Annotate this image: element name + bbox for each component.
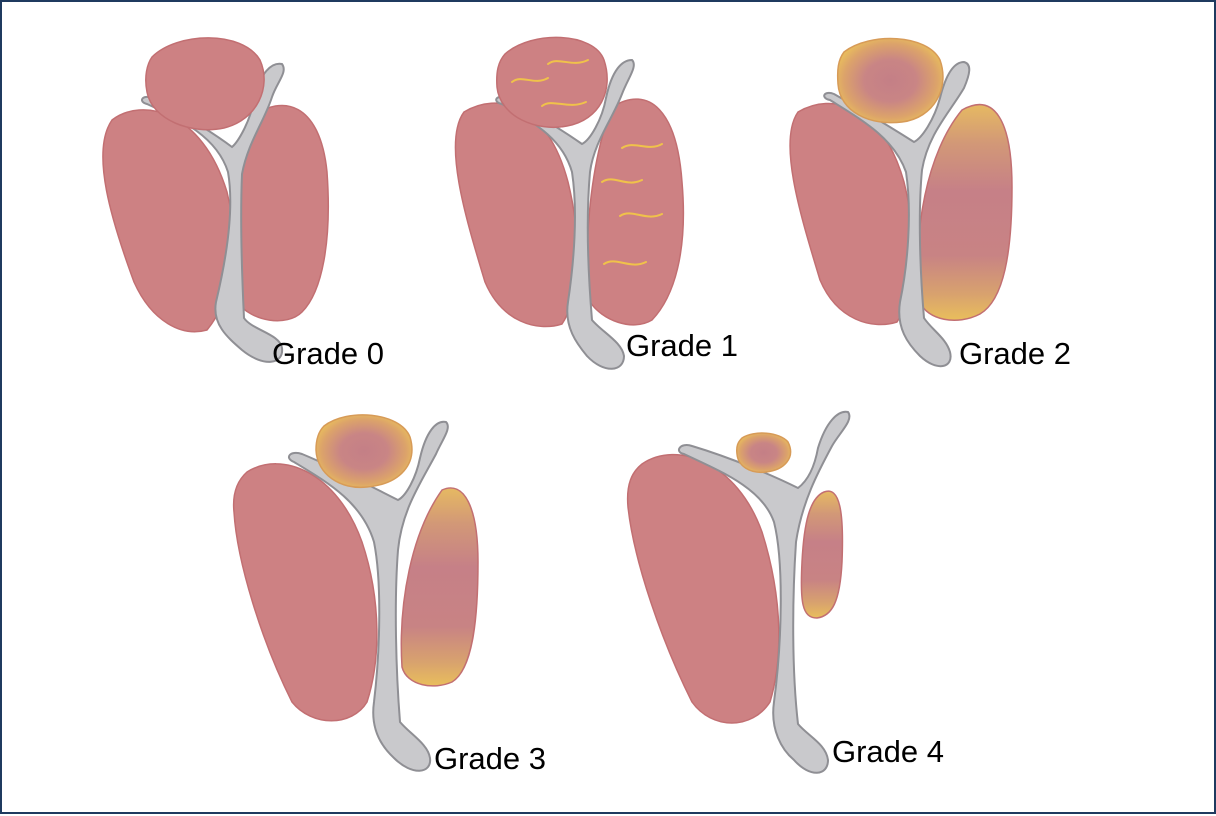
grade-0-diagram (103, 38, 328, 362)
grade-2-label: Grade 2 (959, 338, 1071, 369)
head-oval-fatty (316, 415, 412, 487)
grade-3-diagram (234, 415, 478, 771)
grade-0-label: Grade 0 (272, 338, 384, 369)
head-oval (497, 37, 607, 127)
grade-4-diagram (628, 412, 850, 773)
grade-1-diagram (455, 37, 683, 368)
head-oval (146, 38, 264, 130)
grade-3-label: Grade 3 (434, 743, 546, 774)
head-oval-fatty (838, 39, 943, 123)
head-oval-fatty (737, 433, 791, 472)
right-lobe-fatty (401, 488, 478, 686)
right-lobe-fatty (801, 491, 842, 618)
grade-2-diagram (790, 39, 1012, 367)
grade-1-label: Grade 1 (626, 330, 738, 361)
grade-4-label: Grade 4 (832, 736, 944, 767)
